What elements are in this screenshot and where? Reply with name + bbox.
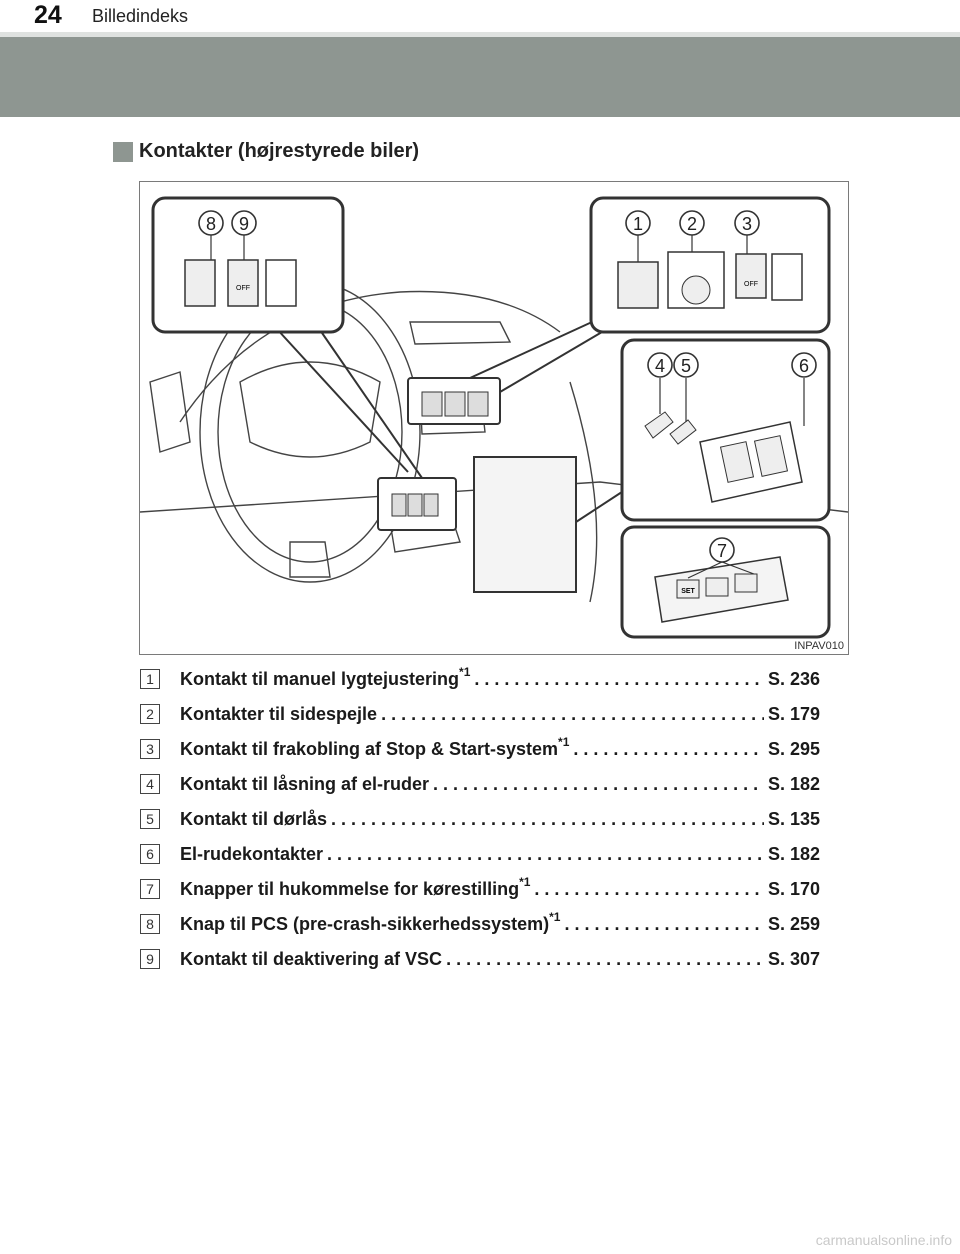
svg-text:SET: SET <box>681 588 695 595</box>
footnote-marker: *1 <box>519 874 531 889</box>
footnote-marker: *1 <box>459 664 471 679</box>
page-reference: S. 170 <box>767 878 820 899</box>
page-reference: S. 182 <box>767 773 820 794</box>
list-item: 7 Knapper til hukommelse for kørestilling… <box>140 874 820 904</box>
item-label-text: Kontakt til manuel lygtejustering <box>180 668 460 689</box>
list-item: 2 Kontakter til sidespejle S. 179 <box>140 699 820 729</box>
svg-text:4: 4 <box>655 356 665 376</box>
item-number-box: 2 <box>140 704 160 724</box>
item-label-text: El-rudekontakter <box>180 843 324 864</box>
dot-leader <box>433 774 764 795</box>
item-label-text: Kontakter til sidespejle <box>180 703 378 724</box>
list-item: 1 Kontakt til manuel lygtejustering*1 S. 2… <box>140 664 820 694</box>
item-label-text: Kontakt til deaktivering af VSC <box>180 948 443 969</box>
page-reference: S. 307 <box>767 948 820 969</box>
heading-text: Kontakter (højrestyrede biler) <box>139 140 420 162</box>
dot-leader <box>381 704 764 725</box>
item-number-box: 1 <box>140 669 160 689</box>
page-reference: S. 295 <box>767 738 820 759</box>
item-label-text: Knapper til hukommelse for kørestilling <box>180 878 520 899</box>
cockpit-drawing: OFF OFF SET 8 9 <box>140 196 848 639</box>
svg-text:8: 8 <box>206 214 216 234</box>
svg-text:OFF: OFF <box>744 281 758 288</box>
svg-text:3: 3 <box>742 214 752 234</box>
list-item: 9 Kontakt til deaktivering af VSC S. 307 <box>140 944 820 974</box>
page-reference: S. 259 <box>767 913 820 934</box>
list-item: 4 Kontakt til låsning af el-ruder S. 182 <box>140 769 820 799</box>
item-number-box: 9 <box>140 949 160 969</box>
svg-text:OFF: OFF <box>236 285 250 292</box>
dot-leader <box>331 809 764 830</box>
item-label: Kontakt til deaktivering af VSC <box>180 949 442 970</box>
item-number-box: 7 <box>140 879 160 899</box>
dot-leader <box>446 949 764 970</box>
item-label: Kontakter til sidespejle <box>180 704 377 725</box>
item-number-box: 4 <box>140 774 160 794</box>
item-label: Knap til PCS (pre-crash-sikkerhedssystem… <box>180 910 560 935</box>
svg-text:2: 2 <box>687 214 697 234</box>
page-reference: S. 179 <box>767 703 820 724</box>
list-item: 5 Kontakt til dørlås S. 135 <box>140 804 820 834</box>
item-label: Kontakt til frakobling af Stop & Start-s… <box>180 735 569 760</box>
header-bar-highlight <box>0 32 960 37</box>
heading-marker <box>113 141 133 162</box>
footnote-marker: *1 <box>558 734 570 749</box>
svg-text:7: 7 <box>717 541 727 561</box>
watermark: carmanualsonline.info <box>815 1232 952 1248</box>
header-bar <box>0 37 960 117</box>
list-item: 6 El-rudekontakter S. 182 <box>140 839 820 869</box>
svg-text:1: 1 <box>633 214 643 234</box>
footnote-marker: *1 <box>549 909 561 924</box>
switch-illustration: OFF OFF SET 8 9 <box>139 181 849 655</box>
item-label: Kontakt til dørlås <box>180 809 327 830</box>
dot-leader <box>534 879 764 900</box>
dot-leader <box>327 844 764 865</box>
item-label: Knapper til hukommelse for kørestilling*… <box>180 875 530 900</box>
svg-text:5: 5 <box>681 356 691 376</box>
page-number: 24 <box>34 1 62 29</box>
page-reference: S. 236 <box>767 668 820 689</box>
item-label-text: Kontakt til dørlås <box>180 808 328 829</box>
list-item: 3 Kontakt til frakobling af Stop & Start-… <box>140 734 820 764</box>
item-label: Kontakt til manuel lygtejustering*1 <box>180 665 470 690</box>
svg-text:6: 6 <box>799 356 809 376</box>
subheading: Kontakter (højrestyrede biler) <box>113 140 419 163</box>
item-label-text: Knap til PCS (pre-crash-sikkerhedssystem… <box>180 913 550 934</box>
item-label: El-rudekontakter <box>180 844 323 865</box>
item-number-box: 5 <box>140 809 160 829</box>
item-label-text: Kontakt til frakobling af Stop & Start-s… <box>180 738 559 759</box>
item-number-box: 3 <box>140 739 160 759</box>
item-label-text: Kontakt til låsning af el-ruder <box>180 773 430 794</box>
list-item: 8 Knap til PCS (pre-crash-sikkerhedssyste… <box>140 909 820 939</box>
item-number-box: 8 <box>140 914 160 934</box>
dot-leader <box>474 669 764 690</box>
dot-leader <box>573 739 764 760</box>
section-title: Billedindeks <box>92 6 189 26</box>
page-reference: S. 182 <box>767 843 820 864</box>
dot-leader <box>564 914 763 935</box>
item-label: Kontakt til låsning af el-ruder <box>180 774 429 795</box>
page-reference: S. 135 <box>767 808 820 829</box>
figure-code: INPAV010 <box>794 640 844 652</box>
item-number-box: 6 <box>140 844 160 864</box>
svg-text:9: 9 <box>239 214 249 234</box>
